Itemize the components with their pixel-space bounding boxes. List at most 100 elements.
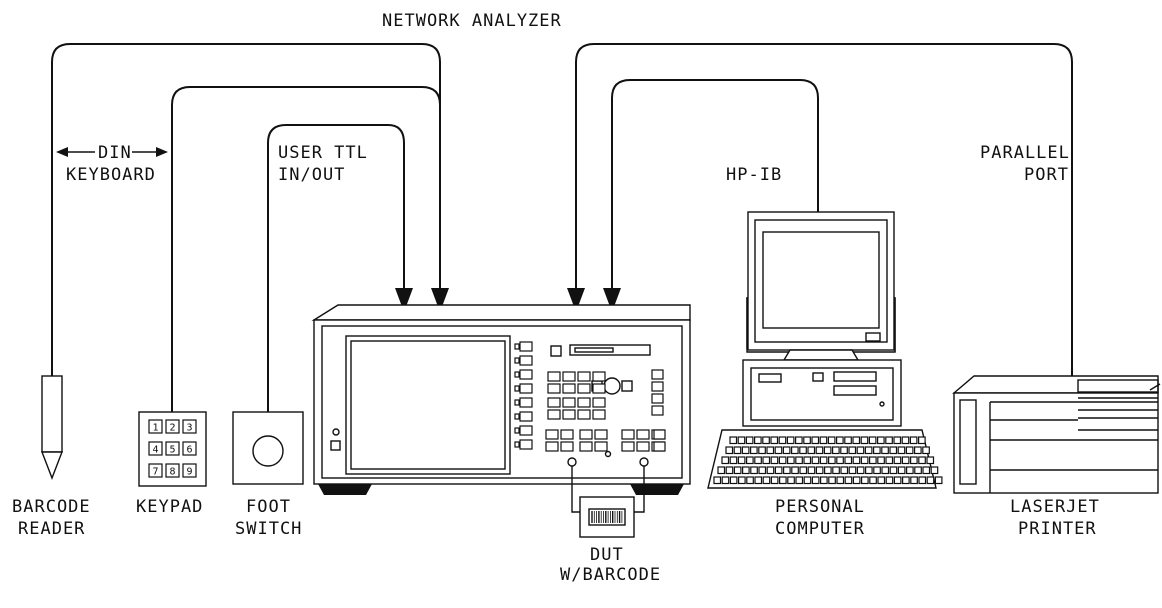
pc-keyboard-key [827, 436, 836, 445]
pc-keyboard-key [807, 446, 816, 455]
keypad-key [165, 441, 180, 456]
pc-keyboard-key [881, 446, 889, 455]
pc-keyboard-key [713, 476, 722, 485]
pc-keyboard-key [746, 476, 754, 485]
pc-keyboard-key [827, 456, 836, 465]
pc-keyboard-key [917, 436, 926, 445]
pc-keyboard-key [869, 476, 877, 485]
keypad-key-label: 6 [186, 445, 192, 456]
analyzer-button [577, 383, 591, 394]
pc-keyboard-key [803, 476, 812, 485]
pc-keyboard-key [750, 466, 758, 475]
pc-keyboard-key [844, 456, 853, 465]
keypad-key-label: 4 [152, 445, 158, 456]
dut-label-2: W/BARCODE [560, 565, 661, 585]
pc-keyboard-key [758, 446, 766, 455]
pc-keyboard-key [766, 446, 775, 455]
pc-keyboard-key [836, 456, 844, 465]
analyzer-button [653, 441, 666, 452]
keypad-key-label: 7 [152, 467, 158, 478]
personal-computer-label-2: COMPUTER [775, 519, 865, 539]
pc-keyboard-key [877, 456, 885, 465]
analyzer-button [577, 371, 591, 382]
keypad-key-label: 2 [169, 423, 175, 434]
analyzer-button [594, 441, 608, 452]
pc-keyboard-key [753, 436, 762, 445]
din-label: DIN [98, 143, 132, 163]
keypad-key-label: 5 [169, 445, 175, 456]
pc-keyboard-key [831, 446, 840, 455]
pc-keyboard-key [856, 466, 865, 475]
keypad-key [148, 463, 163, 478]
pc-keyboard-key [893, 436, 902, 445]
pc-keyboard-key [815, 446, 824, 455]
arrow-barcode-keypad [431, 288, 449, 312]
pc-keyboard-key [868, 456, 877, 465]
hpib-cable [611, 79, 819, 298]
softkey-indicator [514, 343, 520, 350]
keypad-key [148, 419, 163, 434]
keypad-key [165, 419, 180, 434]
pc-keyboard-key [913, 446, 922, 455]
pc-keyboard-key [778, 436, 787, 445]
softkey-indicator [514, 385, 520, 392]
pc-keyboard-key [725, 446, 734, 455]
pc-keyboard-key [922, 446, 930, 455]
analyzer-button [577, 397, 591, 408]
pc-keyboard-key [926, 476, 935, 485]
pc-keyboard-key [803, 456, 812, 465]
pc-keyboard-key [791, 466, 799, 475]
softkey [519, 341, 533, 352]
softkey [519, 369, 533, 380]
pc-keyboard-key [835, 436, 844, 445]
pc-keyboard-key [852, 456, 861, 465]
pc-keyboard-key [737, 476, 746, 485]
pc-keyboard-key [725, 466, 734, 475]
barcode-reader-cable [51, 43, 441, 378]
pc-keyboard-key [729, 456, 738, 465]
pc-keyboard-key [914, 466, 922, 475]
pc-keyboard-key [795, 456, 803, 465]
pc-keyboard-key [778, 476, 787, 485]
network-analyzer-icon [311, 304, 691, 495]
softkey [519, 383, 533, 394]
keypad-key [148, 441, 163, 456]
pc-keyboard-key [729, 436, 738, 445]
dut-label-1: DUT [590, 545, 624, 565]
pc-keyboard-key [721, 476, 730, 485]
analyzer-button [594, 429, 608, 440]
keypad-key [182, 419, 197, 434]
arrow-hpib [603, 288, 621, 312]
pc-keyboard-key [790, 446, 799, 455]
pc-keyboard-key [844, 476, 853, 485]
analyzer-button [651, 369, 664, 380]
parallel-port-cable [575, 43, 1073, 385]
softkey-indicator [514, 441, 520, 448]
foot-switch-cable [267, 124, 405, 412]
hpib-label: HP-IB [726, 165, 782, 185]
personal-computer-icon [707, 211, 943, 489]
analyzer-button [651, 393, 664, 404]
pc-keyboard-key [733, 446, 742, 455]
pc-keyboard-key [786, 436, 795, 445]
pc-keyboard-key [807, 466, 816, 475]
pc-keyboard-key [737, 436, 746, 445]
pc-keyboard-key [754, 456, 762, 465]
pc-keyboard-key [922, 466, 931, 475]
analyzer-button [592, 371, 606, 382]
analyzer-button [547, 397, 561, 408]
pc-keyboard-key [823, 466, 832, 475]
pc-keyboard-key [745, 456, 754, 465]
analyzer-button [651, 405, 664, 416]
pc-keyboard-key [860, 436, 869, 445]
keypad-cable [171, 86, 441, 412]
pc-keyboard-key [876, 436, 885, 445]
keypad-key [182, 463, 197, 478]
analyzer-button [562, 409, 576, 420]
pc-keyboard-key [774, 466, 783, 475]
personal-computer-label-1: PERSONAL [775, 497, 865, 517]
keypad-key-label: 9 [186, 467, 192, 478]
analyzer-button [577, 409, 591, 420]
